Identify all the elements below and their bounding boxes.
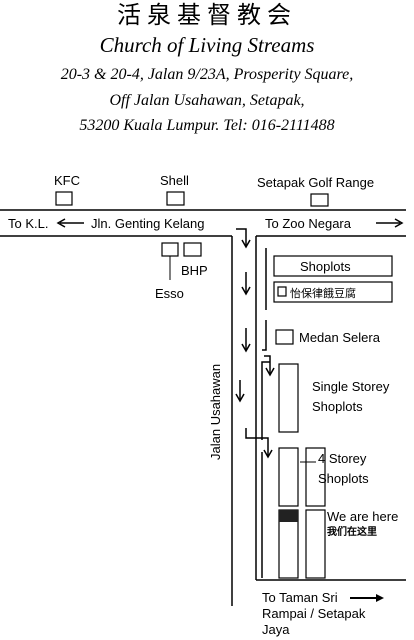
single-storey-label-2: Shoplots <box>312 399 363 414</box>
four-storey-label-1: 4 Storey <box>318 451 367 466</box>
down-arrow-5-head <box>235 393 245 403</box>
tofu-shop-label: 怡保律餓豆腐 <box>290 286 356 300</box>
to-taman-label-2: Rampai / Setapak <box>262 606 366 621</box>
jalan-usahawan-label: Jalan Usahawan <box>208 364 223 460</box>
shell-label: Shell <box>160 173 189 188</box>
bhp-building <box>183 242 202 257</box>
bhp-label: BHP <box>181 263 208 278</box>
to-kl-label: To K.L. <box>8 216 48 231</box>
golf-label: Setapak Golf Range <box>257 175 374 190</box>
kfc-building <box>55 191 73 206</box>
we-are-here-label: We are here <box>327 509 398 524</box>
tofu-shop-block <box>273 281 393 303</box>
address-line-1: 20-3 & 20-4, Jalan 9/23A, Prosperity Squ… <box>60 66 354 83</box>
church-name-english: Church of Living Streams <box>99 33 315 57</box>
four-storey-label-2: Shoplots <box>318 471 369 486</box>
turn-arrow-1 <box>236 228 247 246</box>
turn-arrow-4-head <box>265 367 275 377</box>
shoplots-label: Shoplots <box>300 259 351 274</box>
medan-selera-building <box>275 329 294 345</box>
to-taman-arrow-head <box>376 594 384 602</box>
golf-building <box>310 193 329 207</box>
esso-label: Esso <box>155 286 184 301</box>
turn-arrow-6 <box>245 428 269 456</box>
four-storey-block-a <box>278 447 299 507</box>
tofu-shop-square <box>277 286 287 297</box>
to-taman-label-1: To Taman Sri <box>262 590 338 605</box>
single-storey-label-1: Single Storey <box>312 379 390 394</box>
church-name-chinese: 活泉基督教会 <box>117 1 297 29</box>
down-arrow-2-head <box>241 286 251 296</box>
four-storey-block-d <box>305 509 326 579</box>
address-line-3: 53200 Kuala Lumpur. Tel: 016-2111488 <box>79 117 335 134</box>
to-kl-arrow-head <box>56 218 66 228</box>
shell-building <box>166 191 185 206</box>
turn-arrow-4 <box>264 355 271 374</box>
address-line-2: Off Jalan Usahawan, Setapak, <box>109 92 305 109</box>
service-road-middle <box>262 320 267 351</box>
church-location-marker <box>279 510 298 522</box>
we-are-here-cn-label: 我们在这里 <box>327 525 377 538</box>
kfc-label: KFC <box>54 173 80 188</box>
to-zoo-arrow-head <box>394 218 404 228</box>
single-storey-block <box>278 363 299 433</box>
shoplots-block <box>273 255 393 277</box>
down-arrow-3-head <box>241 343 251 353</box>
jln-genting-label: Jln. Genting Kelang <box>91 216 204 231</box>
to-taman-label-3: Jaya <box>262 622 290 637</box>
service-road-lower <box>261 361 270 440</box>
esso-building <box>161 242 179 257</box>
turn-arrow-6-head <box>263 449 273 459</box>
turn-arrow-1-head <box>241 239 251 249</box>
to-zoo-label: To Zoo Negara <box>265 216 352 231</box>
medan-selera-label: Medan Selera <box>299 330 381 345</box>
